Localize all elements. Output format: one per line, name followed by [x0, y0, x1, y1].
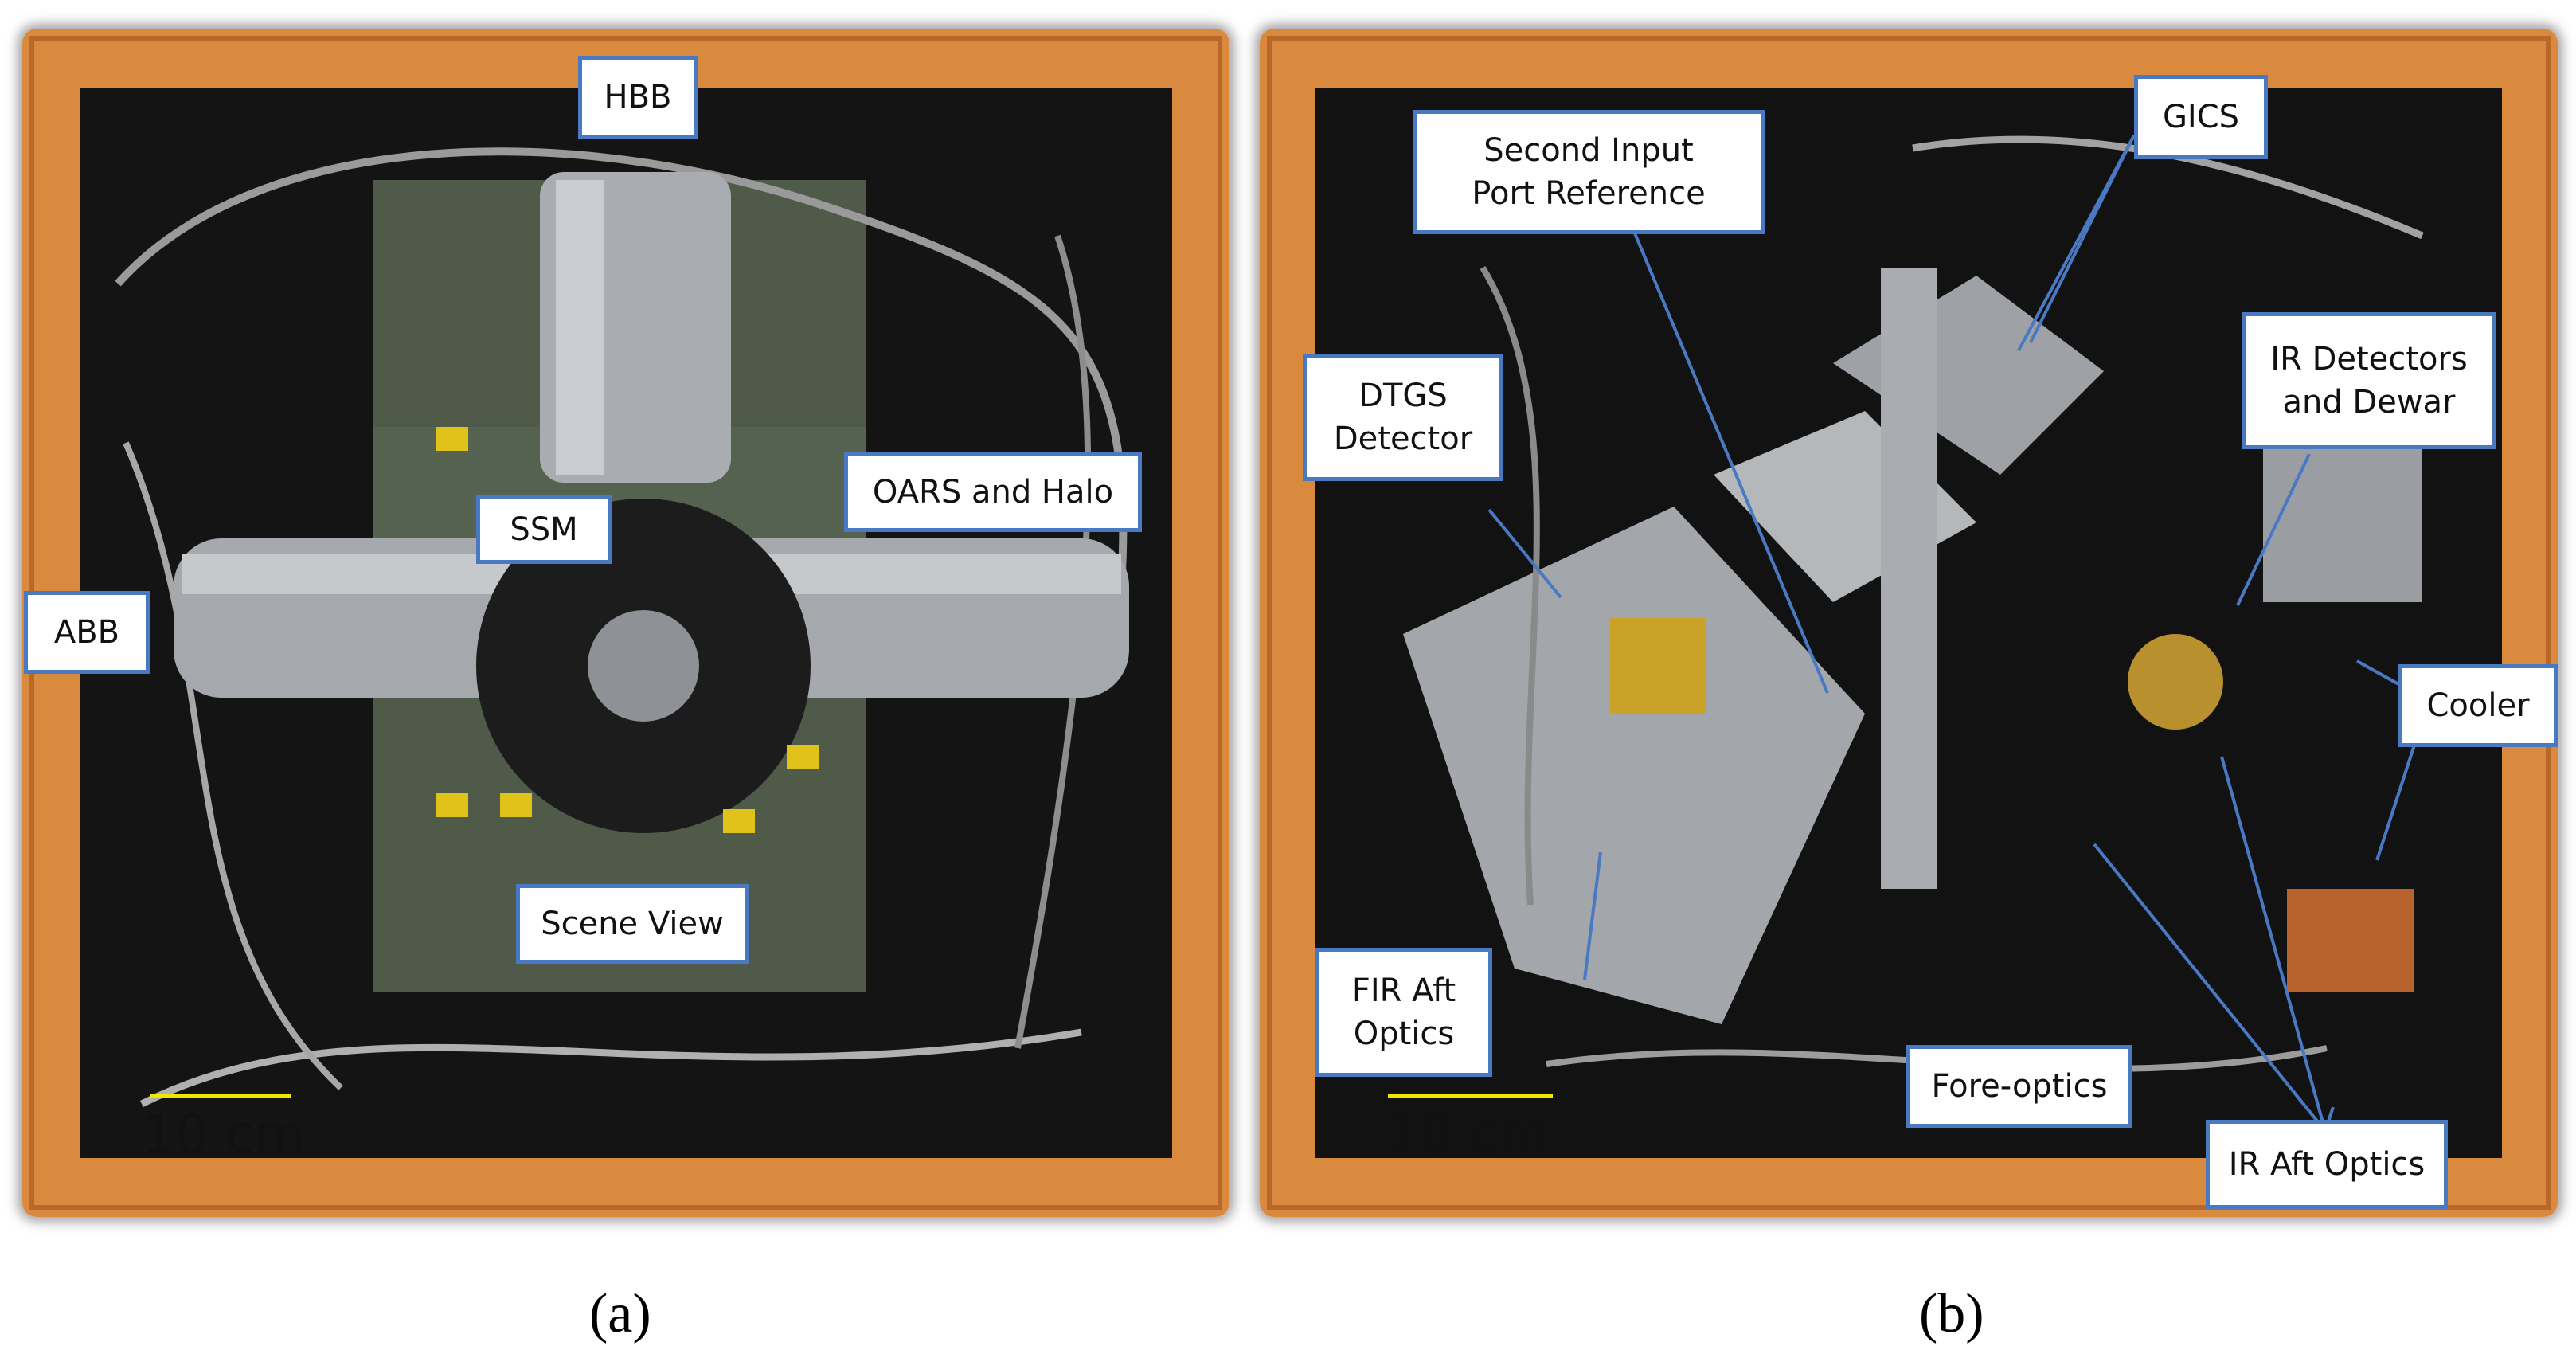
label-ir-aft-optics: IR Aft Optics [2206, 1120, 2448, 1209]
caption-a: (a) [589, 1283, 651, 1344]
scale-bar-b-label: 10 cm [1386, 1104, 1550, 1165]
panel-a-photo [22, 29, 1229, 1217]
label-dtgs-detector: DTGS Detector [1303, 354, 1503, 481]
label-fir-aft-optics: FIR Aft Optics [1315, 948, 1492, 1077]
scale-bar-a-label: 10 cm [142, 1104, 306, 1165]
label-cooler: Cooler [2398, 664, 2558, 747]
label-fore-optics: Fore-optics [1906, 1045, 2132, 1128]
label-ir-detectors-and-dewar: IR Detectors and Dewar [2242, 312, 2496, 449]
label-second-input-port-reference: Second Input Port Reference [1413, 110, 1765, 234]
label-hbb: HBB [578, 56, 698, 139]
label-scene-view: Scene View [516, 884, 749, 964]
label-ssm: SSM [476, 495, 612, 564]
caption-b: (b) [1919, 1283, 1984, 1344]
label-abb: ABB [24, 591, 150, 674]
label-oars-and-halo: OARS and Halo [844, 452, 1142, 532]
label-gics: GICS [2134, 75, 2268, 159]
